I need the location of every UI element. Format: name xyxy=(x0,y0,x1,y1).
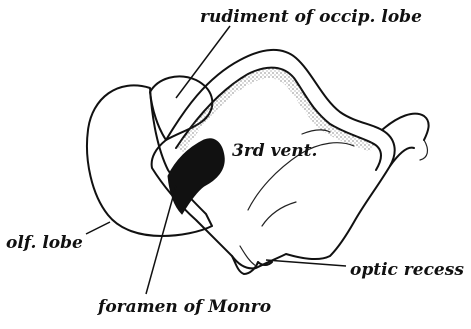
label-foramen-of-monro: foramen of Monro xyxy=(97,297,271,317)
posterior-tail xyxy=(382,114,429,166)
label-olfactory-lobe: olf. lobe xyxy=(6,233,83,253)
leader-olfactory xyxy=(86,222,110,234)
leader-foramen xyxy=(146,186,176,294)
label-optic-recess: optic recess xyxy=(350,260,464,280)
leader-optic xyxy=(266,260,346,266)
label-occipital-lobe: rudiment of occip. lobe xyxy=(200,7,422,27)
label-third-ventricle: 3rd vent. xyxy=(232,141,317,161)
leader-occipital xyxy=(176,26,230,98)
occipital-lobe-rudiment xyxy=(150,76,212,140)
